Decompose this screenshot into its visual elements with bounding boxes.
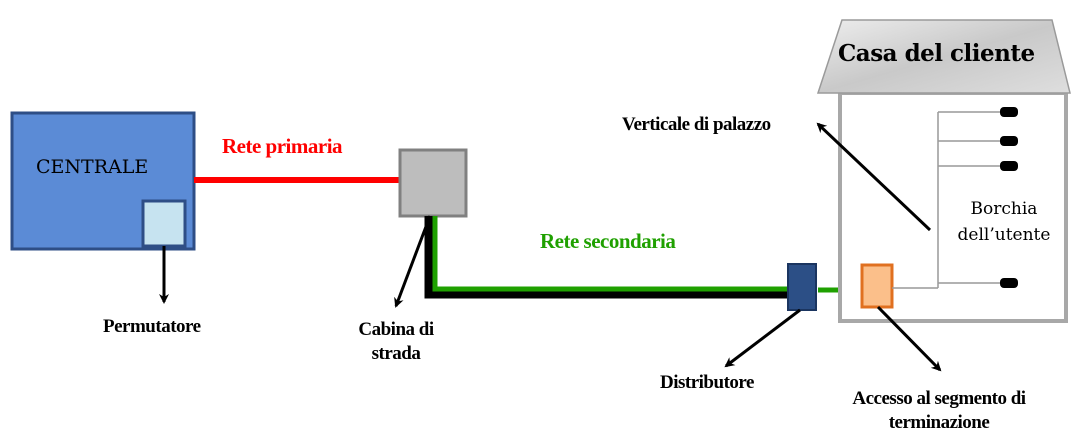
distributore-box xyxy=(787,263,817,311)
cabina-box xyxy=(398,148,468,218)
verticale-arrow xyxy=(816,122,932,232)
distributore-arrow xyxy=(724,308,801,368)
primary-network-label: Rete primaria xyxy=(222,134,343,158)
borchia-label: Borchia dell’utente xyxy=(957,199,1051,245)
secondary-network-line xyxy=(432,216,790,292)
accesso-arrow xyxy=(876,305,942,372)
secondary-network-shadow xyxy=(424,216,790,299)
house-roof xyxy=(816,19,1071,94)
socket-icon xyxy=(1000,278,1018,288)
house-title: Casa del cliente xyxy=(838,40,1035,67)
cabina-label: Cabina di strada xyxy=(358,319,434,364)
centrale-label: CENTRALE xyxy=(36,156,149,178)
accesso-label: Accesso al segmento di terminazione xyxy=(852,388,1026,433)
permutatore-label: Permutatore xyxy=(103,316,201,337)
verticale-label: Verticale di palazzo xyxy=(622,114,771,135)
socket-icon xyxy=(1000,107,1018,117)
cabina-arrow xyxy=(394,215,432,308)
accesso-box xyxy=(860,263,894,309)
socket-icon xyxy=(1000,161,1018,171)
distributore-label: Distributore xyxy=(660,372,754,393)
secondary-network-label: Rete secondaria xyxy=(540,229,676,253)
permutatore-box xyxy=(141,199,187,248)
socket-icon xyxy=(1000,136,1018,146)
